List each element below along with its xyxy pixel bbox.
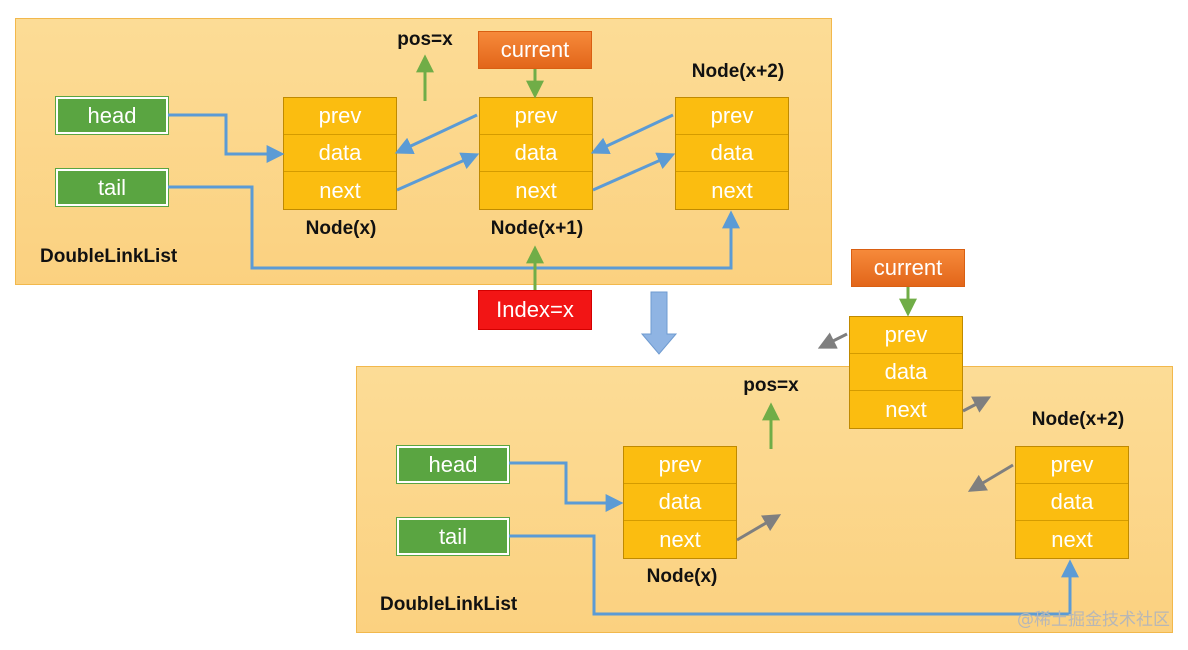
before-head-pointer: head xyxy=(55,96,169,135)
before-tail-link xyxy=(168,185,740,270)
node-field-prev: prev xyxy=(676,98,788,135)
before-link-x1-next xyxy=(592,152,676,192)
node-field-next: next xyxy=(1051,526,1093,552)
after-node-x-next-link xyxy=(736,514,782,542)
after-node-x: prev data next xyxy=(623,446,737,559)
after-removed-next-link xyxy=(962,396,992,413)
after-tail-link xyxy=(509,534,1079,616)
before-link-x-next xyxy=(396,152,480,192)
before-node-x1-caption: Node(x+1) xyxy=(490,218,584,239)
after-list-label: DoubleLinkList xyxy=(380,594,518,615)
node-field-prev: prev xyxy=(284,98,396,135)
after-removed-current-node: prev data next xyxy=(849,316,963,429)
before-tail-pointer: tail xyxy=(55,168,169,207)
node-field-next: next xyxy=(659,526,701,552)
before-node-x2-caption: Node(x+2) xyxy=(691,61,785,82)
after-pos-label: pos=x xyxy=(743,375,799,396)
node-field-next: next xyxy=(515,177,557,203)
after-node-x-caption: Node(x) xyxy=(646,566,718,587)
watermark: @稀土掘金技术社区 xyxy=(1017,610,1170,630)
node-field-next: next xyxy=(319,177,361,203)
node-field-prev: prev xyxy=(480,98,592,135)
after-removed-prev-link xyxy=(817,332,848,349)
after-node-x2-prev-link xyxy=(967,463,1014,492)
before-pos-label: pos=x xyxy=(397,29,453,50)
node-field-prev: prev xyxy=(850,317,962,354)
before-link-x2-prev xyxy=(590,113,674,155)
node-field-data: data xyxy=(850,354,962,391)
before-node-x-caption: Node(x) xyxy=(305,218,377,239)
before-link-x1-prev xyxy=(394,113,478,155)
after-current-tag: current xyxy=(851,249,965,287)
node-field-prev: prev xyxy=(1016,447,1128,484)
node-field-data: data xyxy=(1016,484,1128,521)
node-field-data: data xyxy=(676,135,788,172)
node-field-next: next xyxy=(885,396,927,422)
after-head-pointer: head xyxy=(396,445,510,484)
before-head-link xyxy=(168,113,285,163)
before-node-x1: prev data next xyxy=(479,97,593,210)
after-node-x2: prev data next xyxy=(1015,446,1129,559)
after-head-link xyxy=(509,461,624,512)
before-index-tag: Index=x xyxy=(478,290,592,330)
before-list-label: DoubleLinkList xyxy=(40,246,178,267)
node-field-next: next xyxy=(711,177,753,203)
after-tail-pointer: tail xyxy=(396,517,510,556)
before-current-tag: current xyxy=(478,31,592,69)
transition-down-arrow xyxy=(640,291,678,355)
node-field-data: data xyxy=(284,135,396,172)
after-node-x2-caption: Node(x+2) xyxy=(1031,409,1125,430)
node-field-data: data xyxy=(480,135,592,172)
before-node-x2: prev data next xyxy=(675,97,789,210)
node-field-data: data xyxy=(624,484,736,521)
node-field-prev: prev xyxy=(624,447,736,484)
before-node-x: prev data next xyxy=(283,97,397,210)
